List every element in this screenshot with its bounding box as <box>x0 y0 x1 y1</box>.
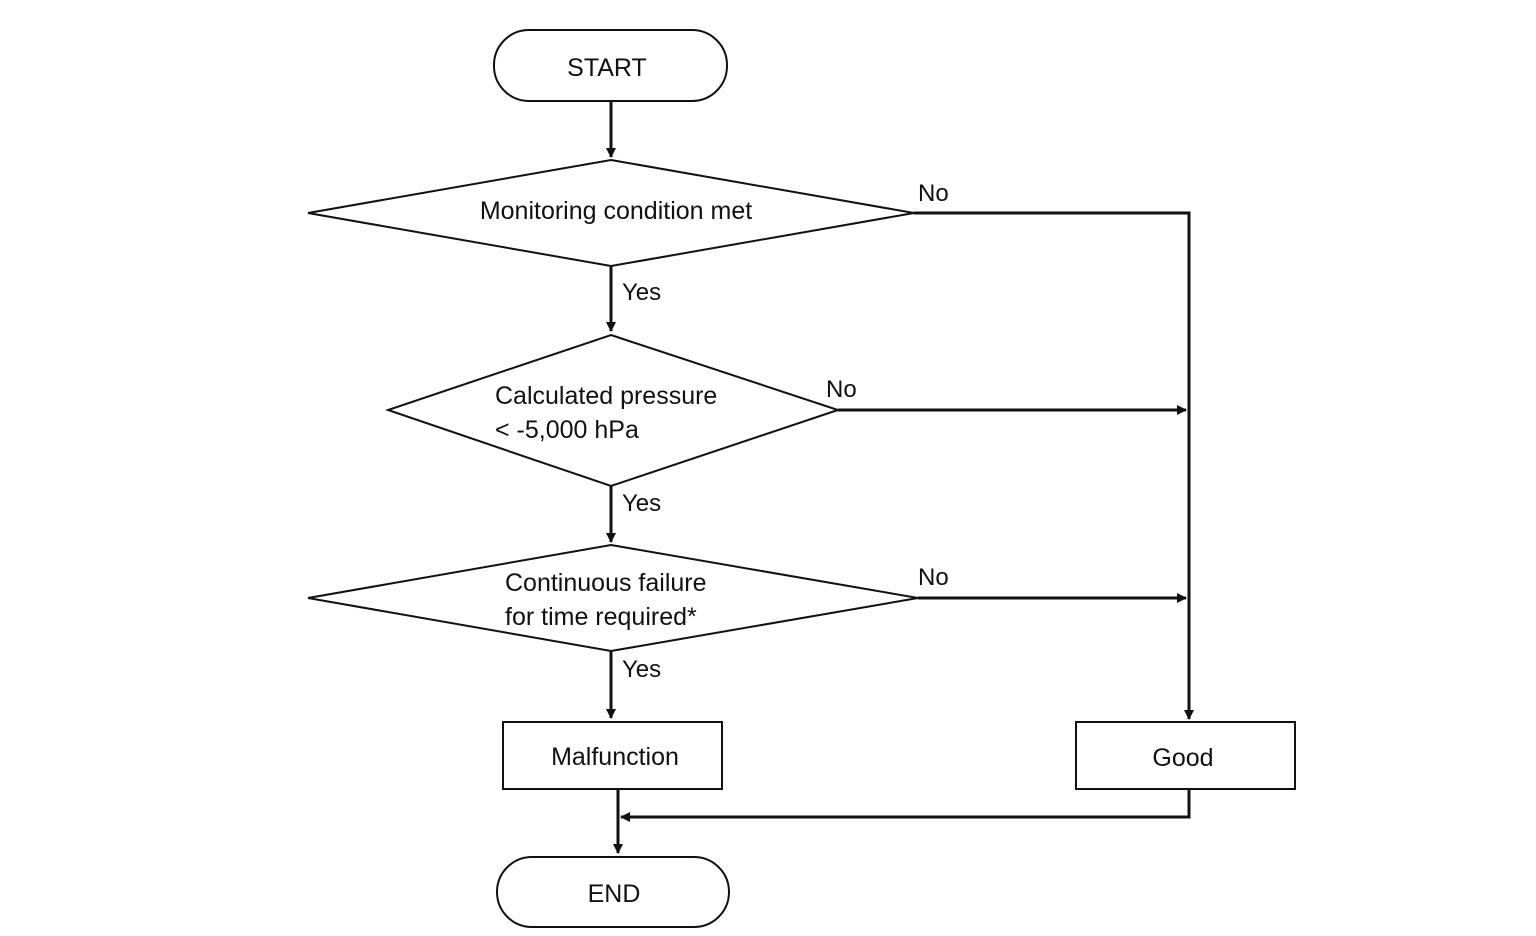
connector-decision-1-no-to-good <box>914 211 1194 720</box>
malfunction-label: Malfunction <box>551 743 679 771</box>
decision-monitoring-condition-label: Monitoring condition met <box>480 197 752 225</box>
decision-3-no-label: No <box>918 564 949 591</box>
good-label: Good <box>1152 744 1213 772</box>
decision-calculated-pressure-line-1: Calculated pressure <box>495 382 717 410</box>
end-label: END <box>588 880 641 908</box>
good-node: Good <box>1075 721 1296 790</box>
malfunction-node: Malfunction <box>502 721 723 790</box>
start-node: START <box>493 29 728 102</box>
decision-1-no-label: No <box>918 180 949 207</box>
start-label: START <box>567 54 647 82</box>
decision-1-yes-label: Yes <box>622 279 661 306</box>
decision-calculated-pressure: Calculated pressure < -5,000 hPa <box>384 333 842 488</box>
decision-2-no-label: No <box>826 376 857 403</box>
decision-2-yes-label: Yes <box>622 490 661 517</box>
connector-good-to-end <box>620 789 1191 822</box>
decision-continuous-failure-line-2: for time required* <box>505 603 697 631</box>
decision-continuous-failure: Continuous failure for time required* <box>307 543 919 653</box>
decision-3-yes-label: Yes <box>622 656 661 683</box>
decision-continuous-failure-line-1: Continuous failure <box>505 569 707 597</box>
end-node: END <box>496 856 730 928</box>
decision-calculated-pressure-line-2: < -5,000 hPa <box>495 416 639 444</box>
decision-monitoring-condition: Monitoring condition met <box>307 158 915 268</box>
